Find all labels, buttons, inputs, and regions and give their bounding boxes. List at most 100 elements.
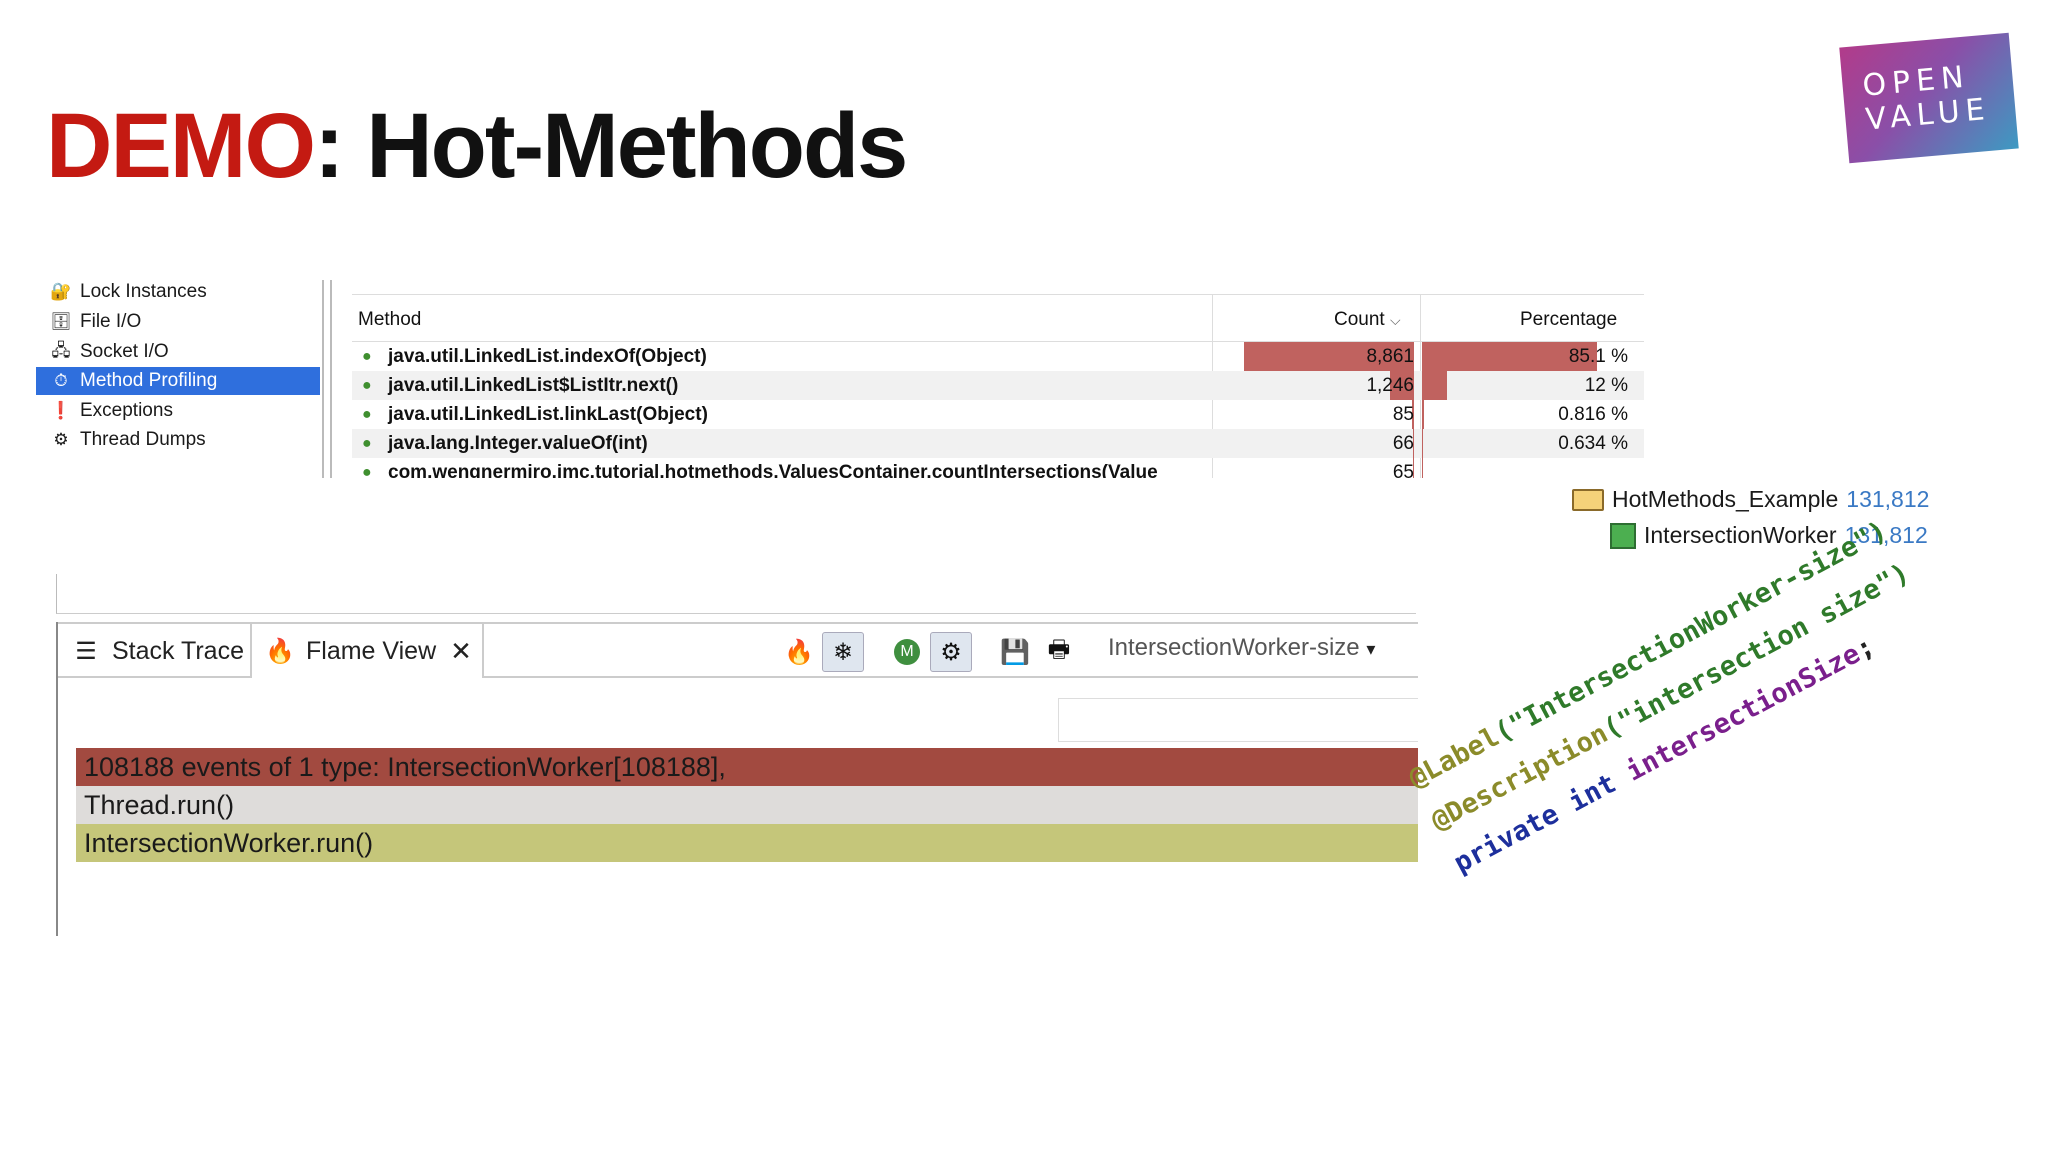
slide-title: DEMO: Hot-Methods — [46, 100, 908, 192]
tree-item-socket-io[interactable]: 🖧 Socket I/O — [36, 338, 320, 366]
socket-io-icon: 🖧 — [51, 340, 71, 360]
percentage-bar — [1422, 429, 1424, 458]
list-icon: ☰ — [75, 637, 97, 665]
flame-view-panel: ☰ Stack Trace 🔥 Flame View ✕ 🔥 ❄ M ⚙ 💾 🖶… — [56, 622, 1418, 936]
percentage-value: 0.816 % — [1558, 404, 1628, 425]
column-header-method[interactable]: Method — [358, 309, 422, 330]
column-header-percentage[interactable]: Percentage — [1520, 309, 1618, 330]
flame-frame[interactable]: IntersectionWorker.run() — [76, 824, 1418, 862]
count-cell: 66 — [1214, 429, 1414, 458]
table-row[interactable]: ● java.lang.Integer.valueOf(int) 66 0.634 % — [352, 429, 1644, 458]
title-accent: DEMO — [46, 95, 316, 197]
count-bar — [1390, 371, 1414, 400]
tree-item-method-profiling[interactable]: ⏱ Method Profiling — [36, 367, 320, 395]
percentage-value: 0.634 % — [1558, 433, 1628, 454]
tree-item-file-io[interactable]: 🗄 File I/O — [36, 308, 320, 336]
count-value: 65 — [1392, 462, 1414, 478]
icicle-icon[interactable]: ❄ — [822, 632, 864, 672]
method-icon: ● — [362, 348, 372, 365]
tab-label: Stack Trace — [112, 636, 244, 665]
percentage-cell: 0.816 % — [1422, 400, 1628, 429]
method-profiling-table: Method Count ⌵ Percentage ● java.util.Lin… — [352, 294, 1644, 478]
tab-label: Flame View — [306, 636, 437, 665]
tree-item-label: IntersectionWorker — [1644, 522, 1837, 548]
view-tabs: ☰ Stack Trace 🔥 Flame View ✕ 🔥 ❄ M ⚙ 💾 🖶… — [58, 622, 1418, 678]
package-icon[interactable]: ⚙ — [930, 632, 972, 672]
sort-chevron-icon: ⌵ — [1389, 312, 1401, 328]
save-icon[interactable]: 💾 — [1000, 638, 1030, 666]
tree-item-label: Socket I/O — [80, 341, 169, 362]
panel-border — [56, 574, 1416, 614]
event-browser-tree: HotMethods_Example 131,812 IntersectionW… — [1520, 462, 2000, 580]
tree-item-label: Lock Instances — [80, 281, 207, 302]
tab-stack-trace[interactable]: ☰ Stack Trace — [58, 624, 252, 678]
flame-icon[interactable]: 🔥 — [784, 638, 814, 666]
open-value-logo: OPEN VALUE — [1839, 32, 2019, 164]
tree-item-label: HotMethods_Example — [1612, 486, 1839, 512]
folder-icon — [1572, 488, 1604, 511]
jmc-outline-tree: 🔐 Lock Instances 🗄 File I/O 🖧 Socket I/O… — [36, 276, 332, 478]
tree-item-count: 131,812 — [1844, 522, 1928, 548]
title-rest: : Hot-Methods — [314, 95, 908, 197]
tree-item-thread-dumps[interactable]: ⚙ Thread Dumps — [36, 426, 320, 454]
count-bar — [1412, 400, 1414, 429]
method-name: java.util.LinkedList.indexOf(Object) — [388, 346, 707, 367]
flame-frame-root[interactable]: 108188 events of 1 type: IntersectionWor… — [76, 748, 1418, 786]
percentage-bar — [1422, 342, 1598, 371]
count-bar — [1412, 458, 1414, 478]
count-cell: 1,246 — [1214, 371, 1414, 400]
exceptions-icon: ❗ — [50, 401, 72, 420]
method-icon: ● — [362, 406, 372, 423]
tree-item-label: File I/O — [80, 311, 142, 332]
flame-frame[interactable]: Thread.run() — [76, 786, 1418, 824]
table-row[interactable]: ● java.util.LinkedList$ListItr.next() 1,24… — [352, 371, 1644, 400]
method-icon: ● — [362, 464, 372, 478]
method-name: java.util.LinkedList$ListItr.next() — [388, 375, 679, 396]
tree-item-intersectionworker[interactable]: IntersectionWorker 131,812 — [1610, 522, 1928, 549]
tree-item-hotmethods-example[interactable]: HotMethods_Example 131,812 — [1572, 486, 1929, 513]
percentage-value: 85.1 % — [1568, 346, 1628, 367]
tree-item-exceptions[interactable]: ❗ Exceptions — [36, 397, 320, 425]
method-name: java.util.LinkedList.linkLast(Object) — [388, 404, 708, 425]
percentage-cell: 0.634 % — [1422, 429, 1628, 458]
method-icon: ● — [362, 377, 372, 394]
method-icon: ● — [362, 435, 372, 452]
thread-dumps-icon: ⚙ — [53, 430, 69, 449]
percentage-value: 12 % — [1584, 375, 1628, 396]
print-icon[interactable]: 🖶 — [1047, 635, 1071, 663]
file-io-icon: 🗄 — [50, 312, 72, 331]
method-icon[interactable]: M — [886, 632, 928, 672]
table-row[interactable]: ● com.wengnermiro.jmc.tutorial.hotmethods… — [352, 458, 1644, 478]
tab-flame-view[interactable]: 🔥 Flame View ✕ — [252, 624, 484, 678]
tree-item-lock-instances[interactable]: 🔐 Lock Instances — [36, 278, 320, 306]
code-line-2: @Description("intersection size") — [1426, 557, 1915, 837]
tree-item-label: Thread Dumps — [80, 429, 206, 450]
percentage-bar — [1422, 400, 1424, 429]
table-row[interactable]: ● java.util.LinkedList.indexOf(Object) 8,8… — [352, 342, 1644, 371]
table-header: Method Count ⌵ Percentage — [352, 294, 1644, 342]
close-icon[interactable]: ✕ — [450, 635, 472, 666]
percentage-cell: 12 % — [1422, 371, 1628, 400]
count-value: 1,246 — [1366, 375, 1414, 396]
method-name: com.wengnermiro.jmc.tutorial.hotmethods.… — [388, 462, 1158, 478]
percentage-bar — [1422, 458, 1424, 478]
percentage-bar — [1422, 371, 1447, 400]
method-profiling-icon: ⏱ — [54, 371, 68, 390]
attribute-select[interactable]: IntersectionWorker-size ▾ — [1108, 634, 1376, 661]
count-bar — [1243, 342, 1414, 371]
count-cell: 65 — [1214, 458, 1414, 478]
tree-item-label: Method Profiling — [80, 370, 218, 391]
percentage-cell: 85.1 % — [1422, 342, 1628, 371]
method-name: java.lang.Integer.valueOf(int) — [388, 433, 648, 454]
count-cell: 8,861 — [1214, 342, 1414, 371]
tree-item-label: Exceptions — [80, 400, 173, 421]
dropdown-arrow-icon: ▾ — [1366, 639, 1376, 659]
search-input[interactable] — [1058, 698, 1418, 742]
panel-splitter[interactable] — [322, 280, 332, 478]
count-bar — [1412, 429, 1414, 458]
lock-icon: 🔐 — [50, 282, 72, 301]
table-row[interactable]: ● java.util.LinkedList.linkLast(Object) 85… — [352, 400, 1644, 429]
event-type-icon — [1610, 522, 1636, 549]
count-cell: 85 — [1214, 400, 1414, 429]
column-header-count[interactable]: Count ⌵ — [1334, 309, 1401, 330]
